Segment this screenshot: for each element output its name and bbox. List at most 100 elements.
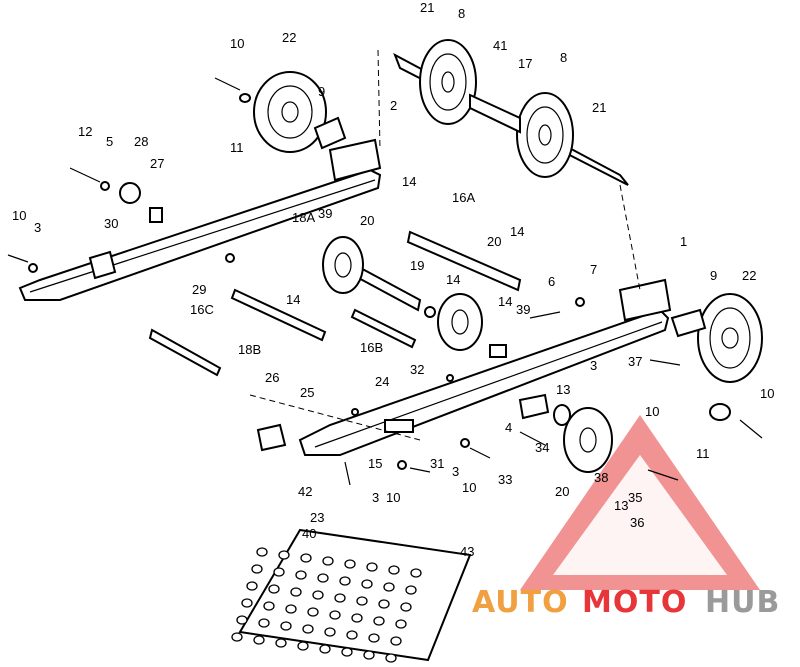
callout-17: 17: [518, 56, 532, 71]
callout-10d: 10: [760, 386, 774, 401]
callout-5: 5: [106, 134, 113, 149]
slide-pad-stud: [285, 604, 297, 614]
callout-20a: 20: [360, 213, 374, 228]
callout-7: 7: [590, 262, 597, 277]
slide-pad-stud: [346, 630, 358, 640]
callout-35: 35: [628, 490, 642, 505]
watermark-part2: MOTO: [582, 585, 687, 620]
callout-26: 26: [265, 370, 279, 385]
slide-pad-stud: [236, 615, 248, 625]
right-rail: [298, 278, 672, 456]
middle-wheels: [322, 236, 507, 358]
callout-18B: 18B: [238, 342, 261, 357]
callout-14c: 14: [286, 292, 300, 307]
callout-11b: 11: [696, 446, 710, 461]
slide-pad-stud: [290, 587, 302, 597]
callout-8a: 8: [458, 6, 465, 21]
slide-pad-stud: [275, 638, 287, 648]
slide-pad-stud: [344, 559, 356, 569]
callout-10f: 10: [386, 490, 400, 505]
slide-pad-stud: [324, 627, 336, 637]
slide-pad-stud: [253, 635, 265, 645]
callout-39b: 39: [516, 302, 530, 317]
callout-38: 38: [594, 470, 608, 485]
callout-1: 1: [680, 234, 687, 249]
callout-10a: 10: [230, 36, 244, 51]
callout-20c: 20: [555, 484, 569, 499]
watermark-part3: HUB: [705, 585, 780, 620]
callout-21a: 21: [420, 0, 434, 15]
callout-15: 15: [368, 456, 382, 471]
slide-pad-stud: [390, 636, 402, 646]
fasteners: [225, 253, 681, 486]
callout-34: 34: [535, 440, 549, 455]
callout-23: 23: [310, 510, 324, 525]
callout-18A: 18A: [292, 210, 315, 225]
callout-3c: 3: [452, 464, 459, 479]
callout-40: 40: [302, 526, 316, 541]
rear-axle-assembly: [393, 39, 629, 186]
slide-pad-stud: [373, 616, 385, 626]
callout-29: 29: [192, 282, 206, 297]
callout-10c: 10: [645, 404, 659, 419]
lower-wheel-assembly: [518, 393, 679, 481]
callout-30: 30: [104, 216, 118, 231]
callout-16C: 16C: [190, 302, 214, 317]
callout-8b: 8: [560, 50, 567, 65]
slide-pad-stud: [278, 550, 290, 560]
slide-pad-stud: [356, 596, 368, 606]
callout-9b: 9: [710, 268, 717, 283]
slide-pad-stud: [268, 584, 280, 594]
callout-3a: 3: [34, 220, 41, 235]
callout-32: 32: [410, 362, 424, 377]
slide-pad-stud: [302, 624, 314, 634]
left-rail: [7, 138, 382, 301]
slide-pad-stud: [388, 565, 400, 575]
slide-pad-stud: [385, 653, 397, 663]
callout-37: 37: [628, 354, 642, 369]
callout-9a: 9: [318, 84, 325, 99]
callout-14a: 14: [402, 174, 416, 189]
callout-3b: 3: [590, 358, 597, 373]
callout-24: 24: [375, 374, 389, 389]
callout-13a: 13: [556, 382, 570, 397]
callout-27: 27: [150, 156, 164, 171]
callout-4: 4: [505, 420, 512, 435]
slide-pad-stud: [405, 585, 417, 595]
slide-pad-stud: [351, 613, 363, 623]
callout-labels: 21 8 41 17 8 21 10 22 9 11 2 12 5 28 27 …: [12, 0, 774, 559]
slide-pad-stud: [256, 547, 268, 557]
slide-pad-stud: [258, 618, 270, 628]
slide-pad-stud: [339, 576, 351, 586]
watermark-part1: AUTO: [472, 585, 569, 620]
callout-39a: 39: [318, 206, 332, 221]
slide-pad-stud: [246, 581, 258, 591]
callout-3d: 3: [372, 490, 379, 505]
slide-pad-stud: [400, 602, 412, 612]
callout-33: 33: [498, 472, 512, 487]
callout-14e: 14: [498, 294, 512, 309]
slide-pad-stud: [307, 607, 319, 617]
callout-36: 36: [630, 515, 644, 530]
slide-pad-stud: [300, 553, 312, 563]
callout-12: 12: [78, 124, 92, 139]
slide-pad-stud: [334, 593, 346, 603]
slide-pad-stud: [329, 610, 341, 620]
callout-41: 41: [493, 38, 507, 53]
slide-pad-stud: [295, 570, 307, 580]
slide-pad-stud: [322, 556, 334, 566]
slide-pad-stud: [361, 579, 373, 589]
slide-pad-stud: [251, 564, 263, 574]
callout-19: 19: [410, 258, 424, 273]
callout-31: 31: [430, 456, 444, 471]
slide-pad-stud: [383, 582, 395, 592]
callout-10b: 10: [12, 208, 26, 223]
slide-pad-stud: [297, 641, 309, 651]
idler-wheel-upper-left: [214, 71, 347, 153]
callout-14b: 14: [510, 224, 524, 239]
callout-28: 28: [134, 134, 148, 149]
callout-43: 43: [460, 544, 474, 559]
callout-16A: 16A: [452, 190, 475, 205]
slide-pad-stud: [317, 573, 329, 583]
